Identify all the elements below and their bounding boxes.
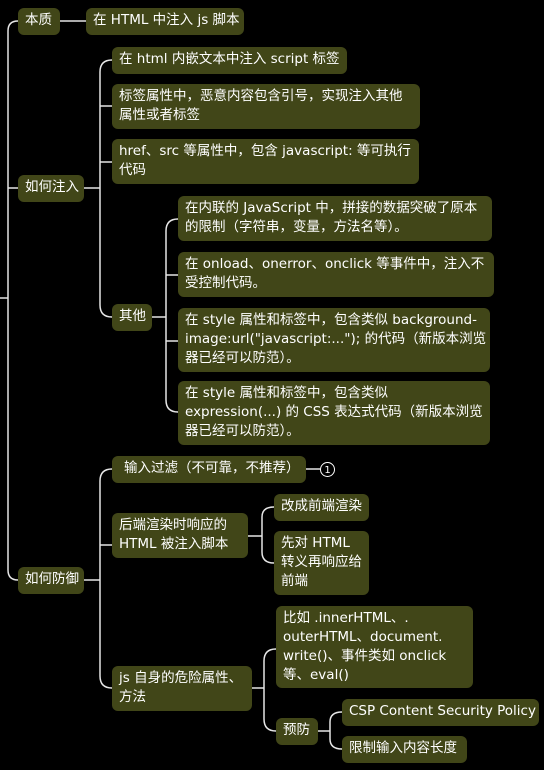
essence-desc-node[interactable]: 在 HTML 中注入 js 脚本 — [86, 8, 244, 35]
inject-node-3[interactable]: href、src 等属性中，包含 javascript: 等可执行 代码 — [112, 139, 419, 184]
other-3-line-3: 器已经可以防范）。 — [185, 350, 300, 366]
other-2-line-1: 在 onload、onerror、onclick 等事件中，注入不 — [185, 256, 485, 272]
defend-node-1[interactable]: 输入过滤（不可靠，不推荐） — [112, 456, 306, 483]
defend-3-a-line-1: 比如 .innerHTML、. — [283, 610, 409, 626]
prevent-label: 预防 — [283, 722, 310, 738]
other-2-line-2: 受控制代码。 — [185, 275, 266, 291]
inject-1-label: 在 html 内嵌文本中注入 script 标签 — [119, 51, 340, 67]
other-node-4[interactable]: 在 style 属性和标签中，包含类似 expression(...) 的 CS… — [178, 381, 490, 445]
badge-count: 1 — [324, 465, 331, 476]
other-node-2[interactable]: 在 onload、onerror、onclick 等事件中，注入不 受控制代码。 — [178, 252, 494, 297]
defend-2-line-1: 后端渲染时响应的 — [119, 517, 227, 533]
inject-3-line-2: 代码 — [119, 162, 146, 178]
prevent-2-label: 限制输入内容长度 — [349, 740, 457, 756]
how-inject-node[interactable]: 如何注入 — [18, 175, 84, 202]
prevent-option-length[interactable]: 限制输入内容长度 — [342, 736, 467, 763]
other-3-line-1: 在 style 属性和标签中，包含类似 background- — [185, 312, 477, 328]
prevent-option-csp[interactable]: CSP Content Security Policy — [342, 699, 539, 726]
how-defend-label: 如何防御 — [25, 571, 79, 587]
other-1-line-2: 的限制（字符串，变量，方法名等）。 — [185, 219, 408, 235]
defend-node-3[interactable]: js 自身的危险属性、 方法 — [112, 666, 252, 711]
other-node-1[interactable]: 在内联的 JavaScript 中，拼接的数据突破了原本 的限制（字符串，变量，… — [178, 196, 492, 241]
defend-2-option-b[interactable]: 先对 HTML 转义再响应给 前端 — [274, 531, 369, 595]
other-1-line-1: 在内联的 JavaScript 中，拼接的数据突破了原本 — [185, 200, 478, 216]
inject-node-1[interactable]: 在 html 内嵌文本中注入 script 标签 — [112, 47, 347, 74]
collapsed-count-badge[interactable]: 1 — [320, 462, 335, 477]
prevent-node[interactable]: 预防 — [276, 718, 318, 745]
essence-node[interactable]: 本质 — [18, 8, 60, 35]
how-inject-label: 如何注入 — [25, 179, 79, 195]
prevent-1-label: CSP Content Security Policy — [349, 703, 536, 719]
defend-1-label: 输入过滤（不可靠，不推荐） — [124, 460, 300, 476]
defend-3-a-line-3: write()、事件类如 onclick — [283, 648, 447, 664]
how-defend-node[interactable]: 如何防御 — [18, 567, 84, 594]
other-4-line-1: 在 style 属性和标签中，包含类似 — [185, 385, 388, 401]
defend-2-a-label: 改成前端渲染 — [281, 498, 362, 514]
defend-3-option-a[interactable]: 比如 .innerHTML、. outerHTML、document. writ… — [276, 606, 473, 688]
defend-3-line-1: js 自身的危险属性、 — [119, 670, 243, 686]
inject-node-2[interactable]: 标签属性中，恶意内容包含引号，实现注入其他 属性或者标签 — [112, 84, 420, 129]
inject-3-line-1: href、src 等属性中，包含 javascript: 等可执行 — [119, 143, 411, 159]
defend-2-b-line-3: 前端 — [281, 573, 308, 589]
defend-3-a-line-2: outerHTML、document. — [283, 629, 443, 645]
defend-3-a-line-4: 等、eval() — [283, 667, 349, 683]
other-label: 其他 — [119, 308, 146, 324]
other-4-line-2: expression(...) 的 CSS 表达式代码（新版本浏览 — [185, 404, 483, 420]
other-3-line-2: image:url("javascript:..."); 的代码（新版本浏览 — [185, 331, 487, 347]
other-node-3[interactable]: 在 style 属性和标签中，包含类似 background- image:ur… — [178, 308, 490, 372]
other-node[interactable]: 其他 — [112, 304, 152, 331]
defend-2-option-a[interactable]: 改成前端渲染 — [274, 494, 369, 521]
defend-2-b-line-2: 转义再响应给 — [281, 554, 362, 570]
other-4-line-3: 器已经可以防范）。 — [185, 423, 300, 439]
inject-2-line-1: 标签属性中，恶意内容包含引号，实现注入其他 — [119, 88, 403, 104]
defend-2-b-line-1: 先对 HTML — [281, 535, 350, 551]
essence-desc-label: 在 HTML 中注入 js 脚本 — [93, 12, 240, 28]
essence-label: 本质 — [25, 12, 52, 28]
inject-2-line-2: 属性或者标签 — [119, 107, 200, 123]
defend-2-line-2: HTML 被注入脚本 — [119, 536, 229, 552]
defend-3-line-2: 方法 — [119, 689, 146, 705]
defend-node-2[interactable]: 后端渲染时响应的 HTML 被注入脚本 — [112, 513, 248, 558]
